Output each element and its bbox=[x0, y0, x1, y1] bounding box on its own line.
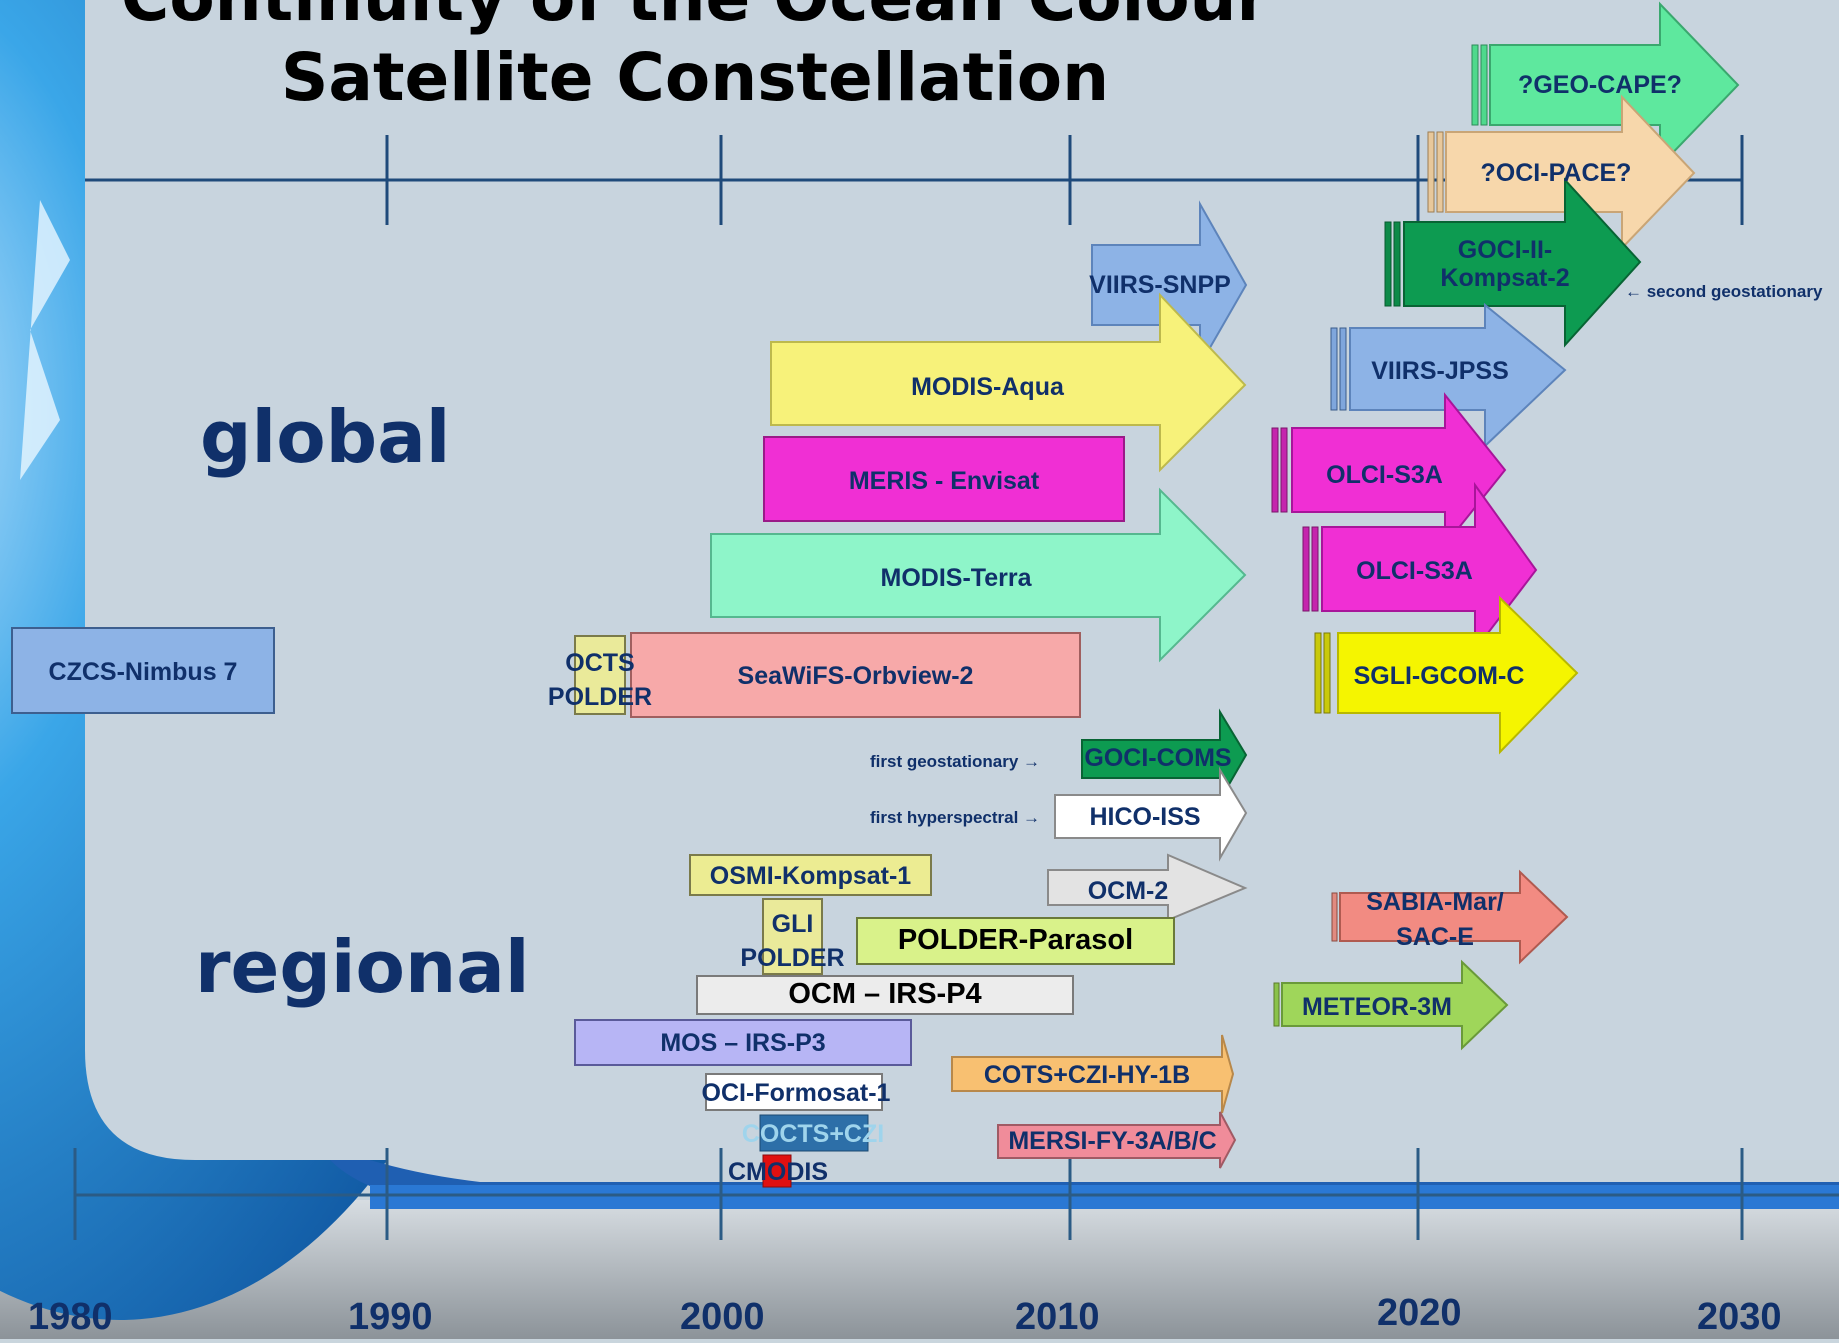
seawifs-bar bbox=[630, 632, 1081, 718]
label-viirs-snpp: VIIRS-SNPP bbox=[1089, 271, 1231, 299]
title-line-2: Satellite Constellation bbox=[280, 39, 1110, 116]
label-oci-pace: ?OCI-PACE? bbox=[1480, 159, 1632, 187]
regional-label: regional bbox=[195, 925, 530, 1009]
label-polder-parasol: POLDER-Parasol bbox=[897, 924, 1134, 956]
label-ocm-irs: OCM – IRS-P4 bbox=[788, 978, 982, 1010]
year-1980: 1980 bbox=[28, 1296, 113, 1338]
label-octs-polder: OCTS POLDER bbox=[547, 649, 653, 711]
label-meris: MERIS - Envisat bbox=[848, 467, 1040, 495]
cocts-bar bbox=[759, 1114, 869, 1152]
label-gli-polder: GLI POLDER bbox=[740, 910, 845, 972]
mos-bar bbox=[574, 1019, 912, 1066]
year-2000: 2000 bbox=[680, 1296, 765, 1338]
label-goci2: GOCI-II-Kompsat-2 bbox=[1440, 236, 1570, 292]
sabia-arrow bbox=[1339, 869, 1569, 965]
label-hico: HICO-ISS bbox=[1089, 803, 1201, 831]
label-goci-coms: GOCI-COMS bbox=[1084, 744, 1232, 772]
cots-arrow bbox=[951, 1034, 1235, 1114]
meteor-arrow bbox=[1281, 959, 1509, 1051]
label-modis-aqua: MODIS-Aqua bbox=[911, 373, 1064, 401]
ocm2-arrow bbox=[1047, 853, 1248, 922]
gli-bar bbox=[762, 898, 823, 975]
modis-terra-arrow bbox=[710, 487, 1247, 663]
label-czcs: CZCS-Nimbus 7 bbox=[48, 658, 238, 686]
oci-pace-arrow bbox=[1445, 94, 1696, 251]
sgli-arrow bbox=[1337, 595, 1579, 755]
oci-formosat-bar bbox=[705, 1073, 883, 1111]
label-cocts: COCTS+CZI bbox=[741, 1120, 885, 1148]
year-2020: 2020 bbox=[1377, 1292, 1462, 1334]
global-label: global bbox=[200, 395, 451, 479]
meris-bar bbox=[763, 436, 1125, 522]
ocm-irs-bar bbox=[696, 975, 1074, 1015]
label-meteor: METEOR-3M bbox=[1302, 993, 1452, 1021]
label-mersi: MERSI-FY-3A/B/C bbox=[1008, 1127, 1217, 1155]
year-1990: 1990 bbox=[348, 1296, 433, 1338]
viirs-snpp-arrow bbox=[1091, 200, 1248, 369]
label-cmodis: CMODIS bbox=[728, 1158, 828, 1186]
label-olci-s3a-1: OLCI-S3A bbox=[1326, 461, 1443, 489]
year-2030: 2030 bbox=[1697, 1296, 1782, 1338]
octs-bar bbox=[574, 635, 626, 715]
label-olci-s3a-2: OLCI-S3A bbox=[1356, 557, 1473, 585]
title-line-1: Continuity of the Ocean Colour bbox=[120, 0, 1270, 38]
label-seawifs: SeaWiFS-Orbview-2 bbox=[737, 662, 974, 690]
label-modis-terra: MODIS-Terra bbox=[880, 564, 1032, 592]
czcs-bar bbox=[11, 627, 275, 714]
hico-arrow bbox=[1054, 766, 1248, 862]
label-sabia: SABIA-Mar/ SAC-E bbox=[1366, 888, 1504, 951]
label-osmi: OSMI-Kompsat-1 bbox=[709, 862, 912, 890]
second-geostationary-note: ← second geostationary bbox=[1625, 282, 1823, 301]
label-ocm2: OCM-2 bbox=[1087, 877, 1169, 905]
label-sgli: SGLI-GCOM-C bbox=[1353, 662, 1525, 690]
polder-parasol-bar bbox=[856, 917, 1175, 965]
label-geo-cape: ?GEO-CAPE? bbox=[1518, 71, 1682, 99]
label-oci-formosat: OCI-Formosat-1 bbox=[701, 1079, 891, 1107]
viirs-jpss-arrow bbox=[1349, 302, 1567, 449]
modis-aqua-arrow bbox=[770, 292, 1247, 473]
cmodis-bar bbox=[762, 1154, 792, 1188]
geo-cape-arrow bbox=[1489, 1, 1740, 169]
mersi-arrow bbox=[997, 1111, 1237, 1169]
osmi-bar bbox=[689, 854, 932, 896]
goci-coms-arrow bbox=[1081, 708, 1248, 804]
first-geostationary-note: first geostationary → bbox=[870, 752, 1041, 771]
label-mos: MOS – IRS-P3 bbox=[660, 1029, 826, 1057]
label-cots: COTS+CZI-HY-1B bbox=[983, 1061, 1191, 1089]
goci2-arrow bbox=[1403, 177, 1642, 348]
label-viirs-jpss: VIIRS-JPSS bbox=[1371, 357, 1509, 385]
year-2010: 2010 bbox=[1015, 1296, 1100, 1338]
first-hyperspectral-note: first hyperspectral → bbox=[870, 808, 1041, 827]
